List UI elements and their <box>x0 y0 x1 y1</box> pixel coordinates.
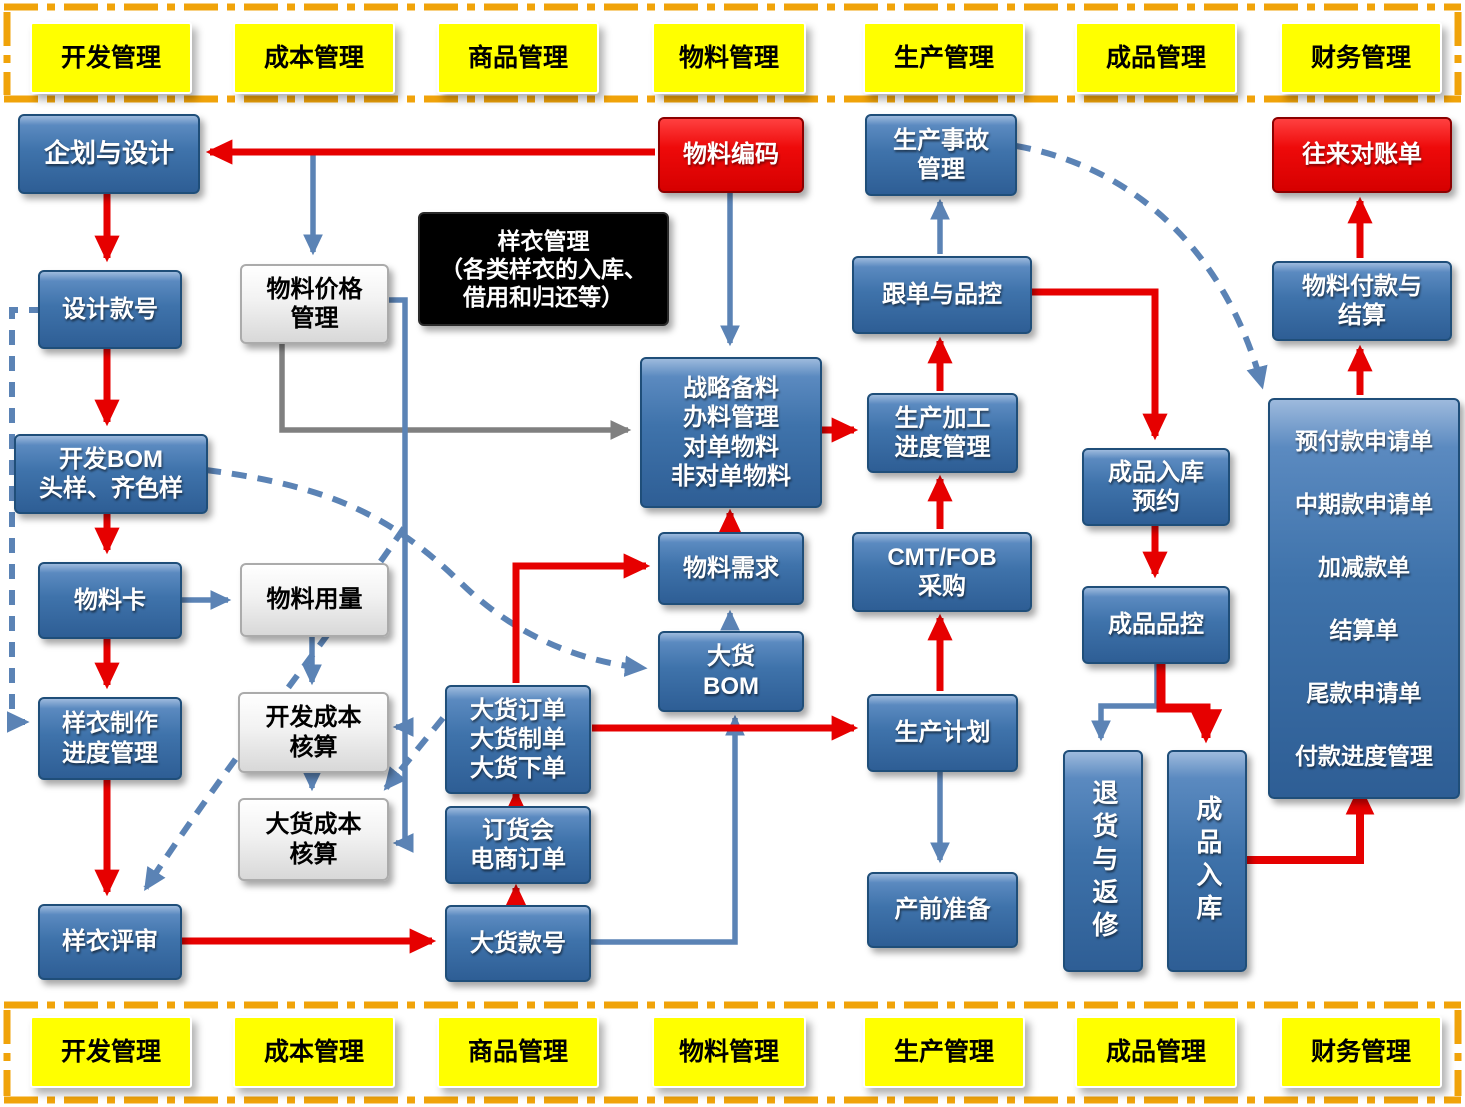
node-returns-repair: 退货与返修 <box>1063 750 1143 972</box>
gold-dashed-frame <box>3 3 1462 1104</box>
node-production-accident: 生产事故 管理 <box>865 114 1017 196</box>
node-material-usage: 物料用量 <box>240 563 389 637</box>
arrow-material-price-to-strategic <box>279 342 632 440</box>
lane-top-material: 物料管理 <box>652 22 806 94</box>
node-order-fair: 订货会 电商订单 <box>445 806 591 884</box>
dashed-bulk-order-to-bulk-cost <box>383 716 446 791</box>
node-design-style-no: 设计款号 <box>38 270 182 349</box>
node-dev-cost: 开发成本 核算 <box>238 692 389 773</box>
node-dev-bom: 开发BOM 头样、齐色样 <box>14 434 208 514</box>
arrow-bulk-style-to-bulk-bom <box>590 714 745 945</box>
node-material-card: 物料卡 <box>38 562 182 639</box>
dashed-design-style-to-sample-progress <box>6 307 96 733</box>
lane-bottom-cost: 成本管理 <box>233 1016 395 1088</box>
node-bulk-order: 大货订单 大货制单 大货下单 <box>445 685 591 794</box>
node-follow-qc: 跟单与品控 <box>852 256 1032 334</box>
node-planning-design: 企划与设计 <box>18 114 200 194</box>
lane-top-cost: 成本管理 <box>233 22 395 94</box>
lane-top-product: 商品管理 <box>437 22 599 94</box>
node-production-progress: 生产加工 进度管理 <box>867 393 1018 473</box>
lane-bottom-production: 生产管理 <box>863 1016 1025 1088</box>
node-material-demand: 物料需求 <box>658 532 804 605</box>
lane-top-production: 生产管理 <box>863 22 1025 94</box>
lane-bottom-finished: 成品管理 <box>1075 1016 1237 1088</box>
node-reconciliation: 往来对账单 <box>1272 117 1452 193</box>
node-sample-review: 样衣评审 <box>38 904 182 980</box>
arrow-warehouse-to-payment-center <box>1246 784 1375 864</box>
lane-bottom-material: 物料管理 <box>652 1016 806 1088</box>
payment-item-adjust: 加减款单 <box>1318 554 1410 581</box>
lane-bottom-finance: 财务管理 <box>1280 1016 1442 1088</box>
arrow-finished-qc-to-returns <box>1091 661 1160 742</box>
node-bulk-cost: 大货成本 核算 <box>238 798 389 881</box>
node-material-payment: 物料付款与 结算 <box>1272 261 1452 341</box>
arrow-finished-qc-to-warehouse <box>1156 661 1223 744</box>
note-sample-mgmt: 样衣管理 （各类样衣的入库、 借用和归还等） <box>418 212 669 326</box>
lane-bottom-product: 商品管理 <box>437 1016 599 1088</box>
node-strategic-material: 战略备料 办料管理 对单物料 非对单物料 <box>640 357 822 508</box>
lane-top-development: 开发管理 <box>30 22 192 94</box>
node-finished-warehouse: 成品入库 <box>1167 750 1247 972</box>
node-finished-qc: 成品品控 <box>1082 586 1230 664</box>
dashed-accident-to-payment-center <box>1015 143 1268 390</box>
lane-bottom-development: 开发管理 <box>30 1016 192 1088</box>
node-warehouse-booking: 成品入库 预约 <box>1082 448 1230 526</box>
node-production-plan: 生产计划 <box>867 694 1018 772</box>
node-material-code: 物料编码 <box>658 117 804 193</box>
node-sample-progress: 样衣制作 进度管理 <box>38 697 182 780</box>
arrow-qc-to-warehouse-booking <box>1031 288 1168 441</box>
payment-item-settle: 结算单 <box>1329 616 1399 643</box>
node-bulk-bom: 大货 BOM <box>658 631 804 712</box>
arrow-material-price-to-bulk-cost <box>387 297 414 853</box>
node-pre-production: 产前准备 <box>867 872 1018 948</box>
node-payment-center: 预付款申请单 中期款申请单 加减款单 结算单 尾款申请单 付款进度管理 <box>1268 398 1460 799</box>
node-cmt-fob: CMT/FOB 采购 <box>852 532 1032 612</box>
payment-item-balance: 尾款申请单 <box>1306 679 1422 706</box>
dashed-dev-bom-to-bulk-bom <box>205 467 648 677</box>
payment-item-interim: 中期款申请单 <box>1295 491 1433 518</box>
payment-item-progress: 付款进度管理 <box>1295 742 1433 769</box>
payment-item-advance: 预付款申请单 <box>1295 428 1433 455</box>
node-bulk-style-no: 大货款号 <box>445 905 591 982</box>
arrow-bulk-order-to-demand <box>512 553 651 683</box>
lane-top-finance: 财务管理 <box>1280 22 1442 94</box>
lane-top-finished: 成品管理 <box>1075 22 1237 94</box>
node-material-price: 物料价格 管理 <box>240 264 389 344</box>
